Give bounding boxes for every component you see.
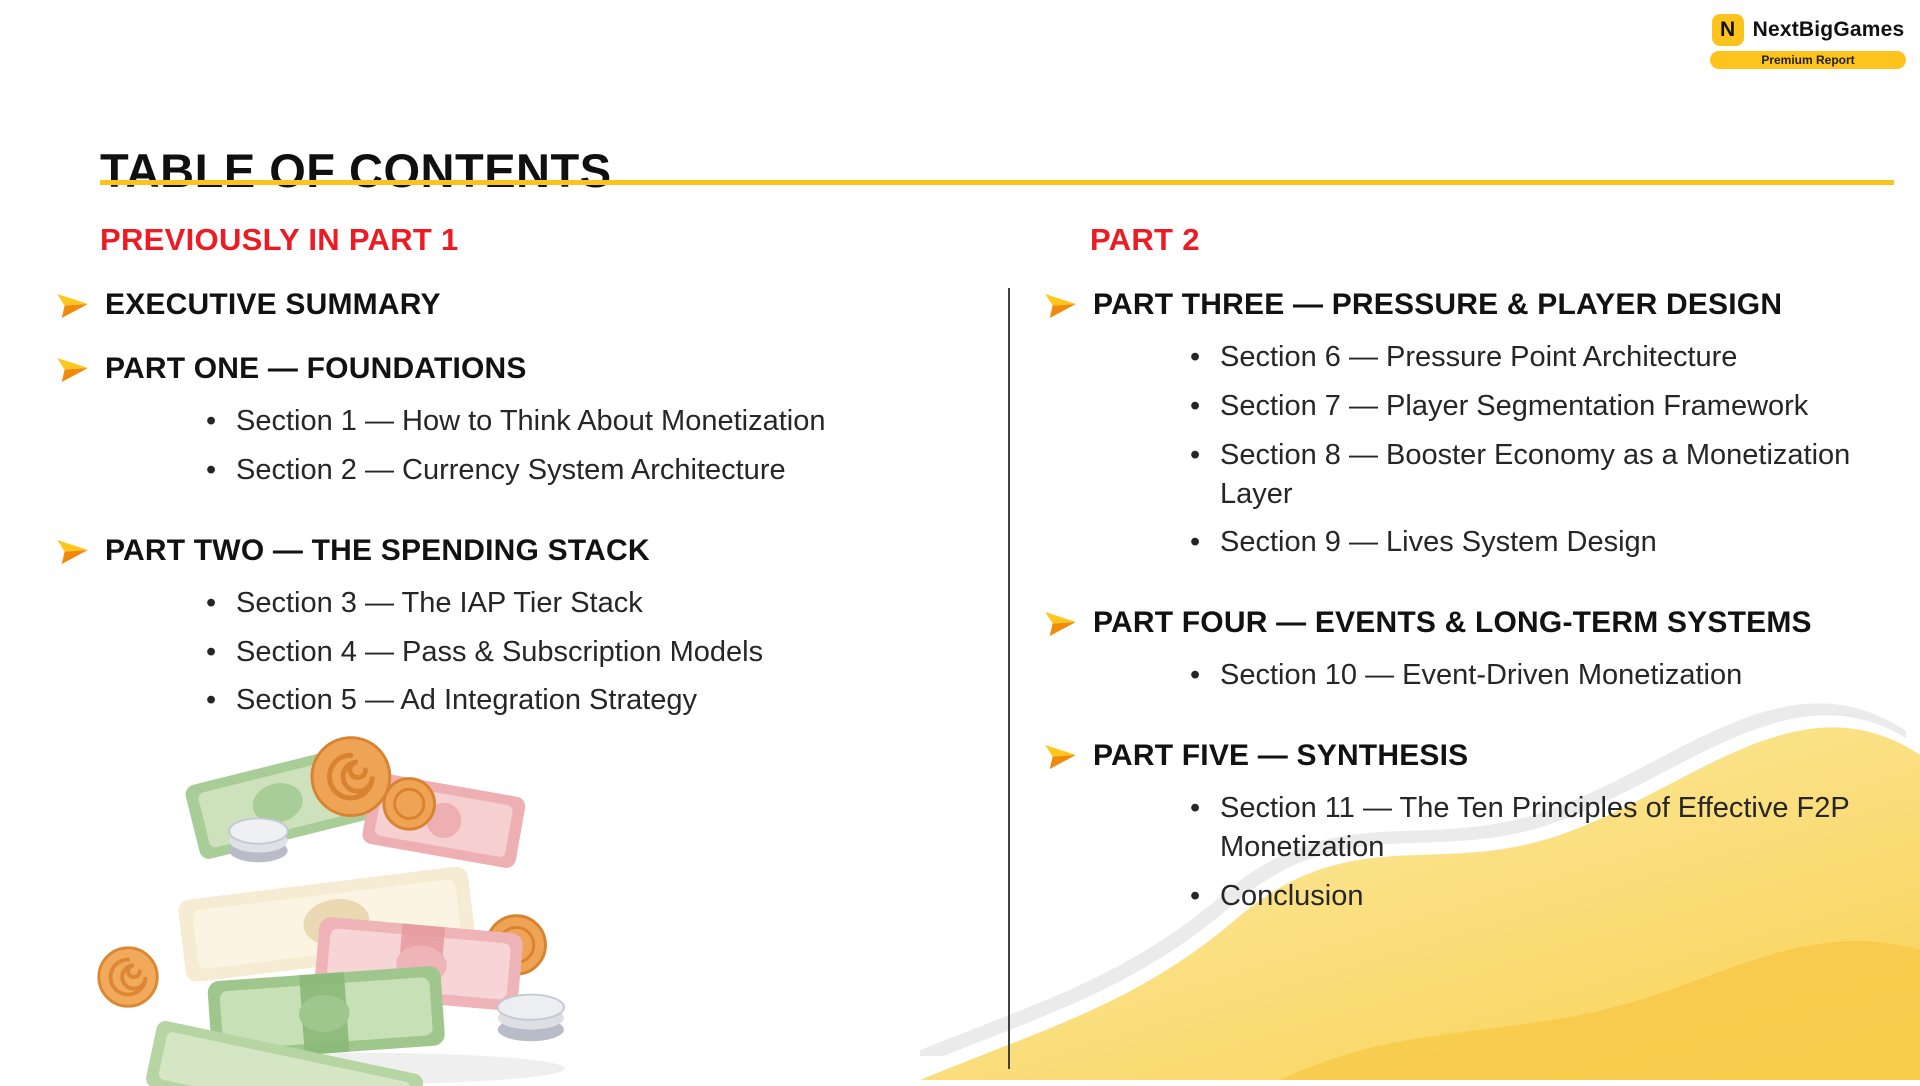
toc-sublist: Section 1 — How to Think About Monetizat… [204, 402, 966, 490]
gold-coin-left [97, 946, 159, 1008]
toc-entry-executive-summary: EXECUTIVE SUMMARY [56, 288, 966, 322]
toc-item: Conclusion [1188, 877, 1864, 916]
silver-coin-stack-top [228, 817, 289, 863]
arrow-right-icon [1045, 612, 1076, 637]
gold-coin-small [382, 777, 436, 831]
toc-entry-label: EXECUTIVE SUMMARY [105, 288, 441, 321]
arrow-right-icon [1045, 745, 1076, 770]
toc-sublist: Section 3 — The IAP Tier Stack Section 4… [204, 584, 966, 721]
toc-entry-part-five: PART FIVE — SYNTHESIS Section 11 — The T… [1044, 739, 1894, 916]
column-heading-part2: PART 2 [1090, 222, 1200, 257]
gold-coin-large [310, 736, 392, 817]
toc-item: Section 9 — Lives System Design [1188, 523, 1864, 562]
toc-item: Section 8 — Booster Economy as a Monetiz… [1188, 436, 1864, 514]
toc-entry-part-two: PART TWO — THE SPENDING STACK Section 3 … [56, 534, 966, 721]
toc-entry-row: PART TWO — THE SPENDING STACK [56, 534, 966, 568]
toc-entry-row: PART ONE — FOUNDATIONS [56, 352, 966, 386]
nextbiggames-monogram-icon: N [1711, 14, 1744, 46]
toc-item: Section 10 — Event-Driven Monetization [1188, 656, 1864, 695]
money-illustration [97, 736, 565, 1086]
toc-entry-label: PART TWO — THE SPENDING STACK [105, 533, 650, 567]
toc-entry-label: PART ONE — FOUNDATIONS [105, 352, 527, 385]
toc-item: Section 4 — Pass & Subscription Models [204, 633, 966, 672]
toc-entry-row: PART FOUR — EVENTS & LONG-TERM SYSTEMS [1044, 606, 1894, 640]
toc-item: Section 3 — The IAP Tier Stack [204, 584, 966, 623]
toc-item: Section 6 — Pressure Point Architecture [1188, 338, 1864, 377]
toc-item: Section 5 — Ad Integration Strategy [204, 681, 966, 720]
toc-entry-label: PART FIVE — SYNTHESIS [1093, 739, 1469, 773]
toc-sublist: Section 6 — Pressure Point Architecture … [1188, 338, 1864, 562]
arrow-right-icon [1045, 293, 1076, 318]
page-title: TABLE OF CONTENTS [100, 144, 612, 198]
toc-entry-row: PART THREE — PRESSURE & PLAYER DESIGN [1044, 288, 1894, 322]
toc-entry-row: EXECUTIVE SUMMARY [56, 288, 966, 322]
premium-report-badge: Premium Report [1710, 51, 1906, 69]
toc-item: Section 1 — How to Think About Monetizat… [204, 402, 966, 441]
arrow-right-icon [57, 539, 88, 564]
arrow-right-icon [57, 293, 88, 318]
arrow-right-icon [57, 357, 88, 382]
brand-logo: N NextBigGames Premium Report [1710, 14, 1906, 69]
toc-column-part1: PREVIOUSLY IN PART 1 EXECUTIVE SUMMARY P… [56, 222, 966, 730]
toc-entry-part-one: PART ONE — FOUNDATIONS Section 1 — How t… [56, 352, 966, 490]
brand-row: N NextBigGames [1711, 14, 1905, 46]
toc-entry-part-three: PART THREE — PRESSURE & PLAYER DESIGN Se… [1044, 288, 1894, 562]
toc-item: Section 2 — Currency System Architecture [204, 451, 966, 490]
toc-sublist: Section 11 — The Ten Principles of Effec… [1188, 789, 1864, 916]
column-heading-part1: PREVIOUSLY IN PART 1 [100, 222, 459, 257]
toc-item: Section 11 — The Ten Principles of Effec… [1188, 789, 1864, 867]
toc-entry-label: PART THREE — PRESSURE & PLAYER DESIGN [1093, 288, 1783, 321]
toc-column-part2: PART 2 PART THREE — PRESSURE & PLAYER DE… [1044, 222, 1894, 926]
toc-entry-part-four: PART FOUR — EVENTS & LONG-TERM SYSTEMS S… [1044, 606, 1894, 695]
toc-sublist: Section 10 — Event-Driven Monetization [1188, 656, 1864, 695]
toc-entry-row: PART FIVE — SYNTHESIS [1044, 739, 1894, 773]
column-divider [1008, 288, 1010, 1069]
silver-coin-stack-right [496, 993, 565, 1042]
toc-item: Section 7 — Player Segmentation Framewor… [1188, 387, 1864, 426]
toc-entry-label: PART FOUR — EVENTS & LONG-TERM SYSTEMS [1093, 606, 1812, 640]
title-underline [100, 180, 1894, 185]
green-bill-stack [207, 966, 445, 1061]
brand-name: NextBigGames [1752, 18, 1905, 41]
